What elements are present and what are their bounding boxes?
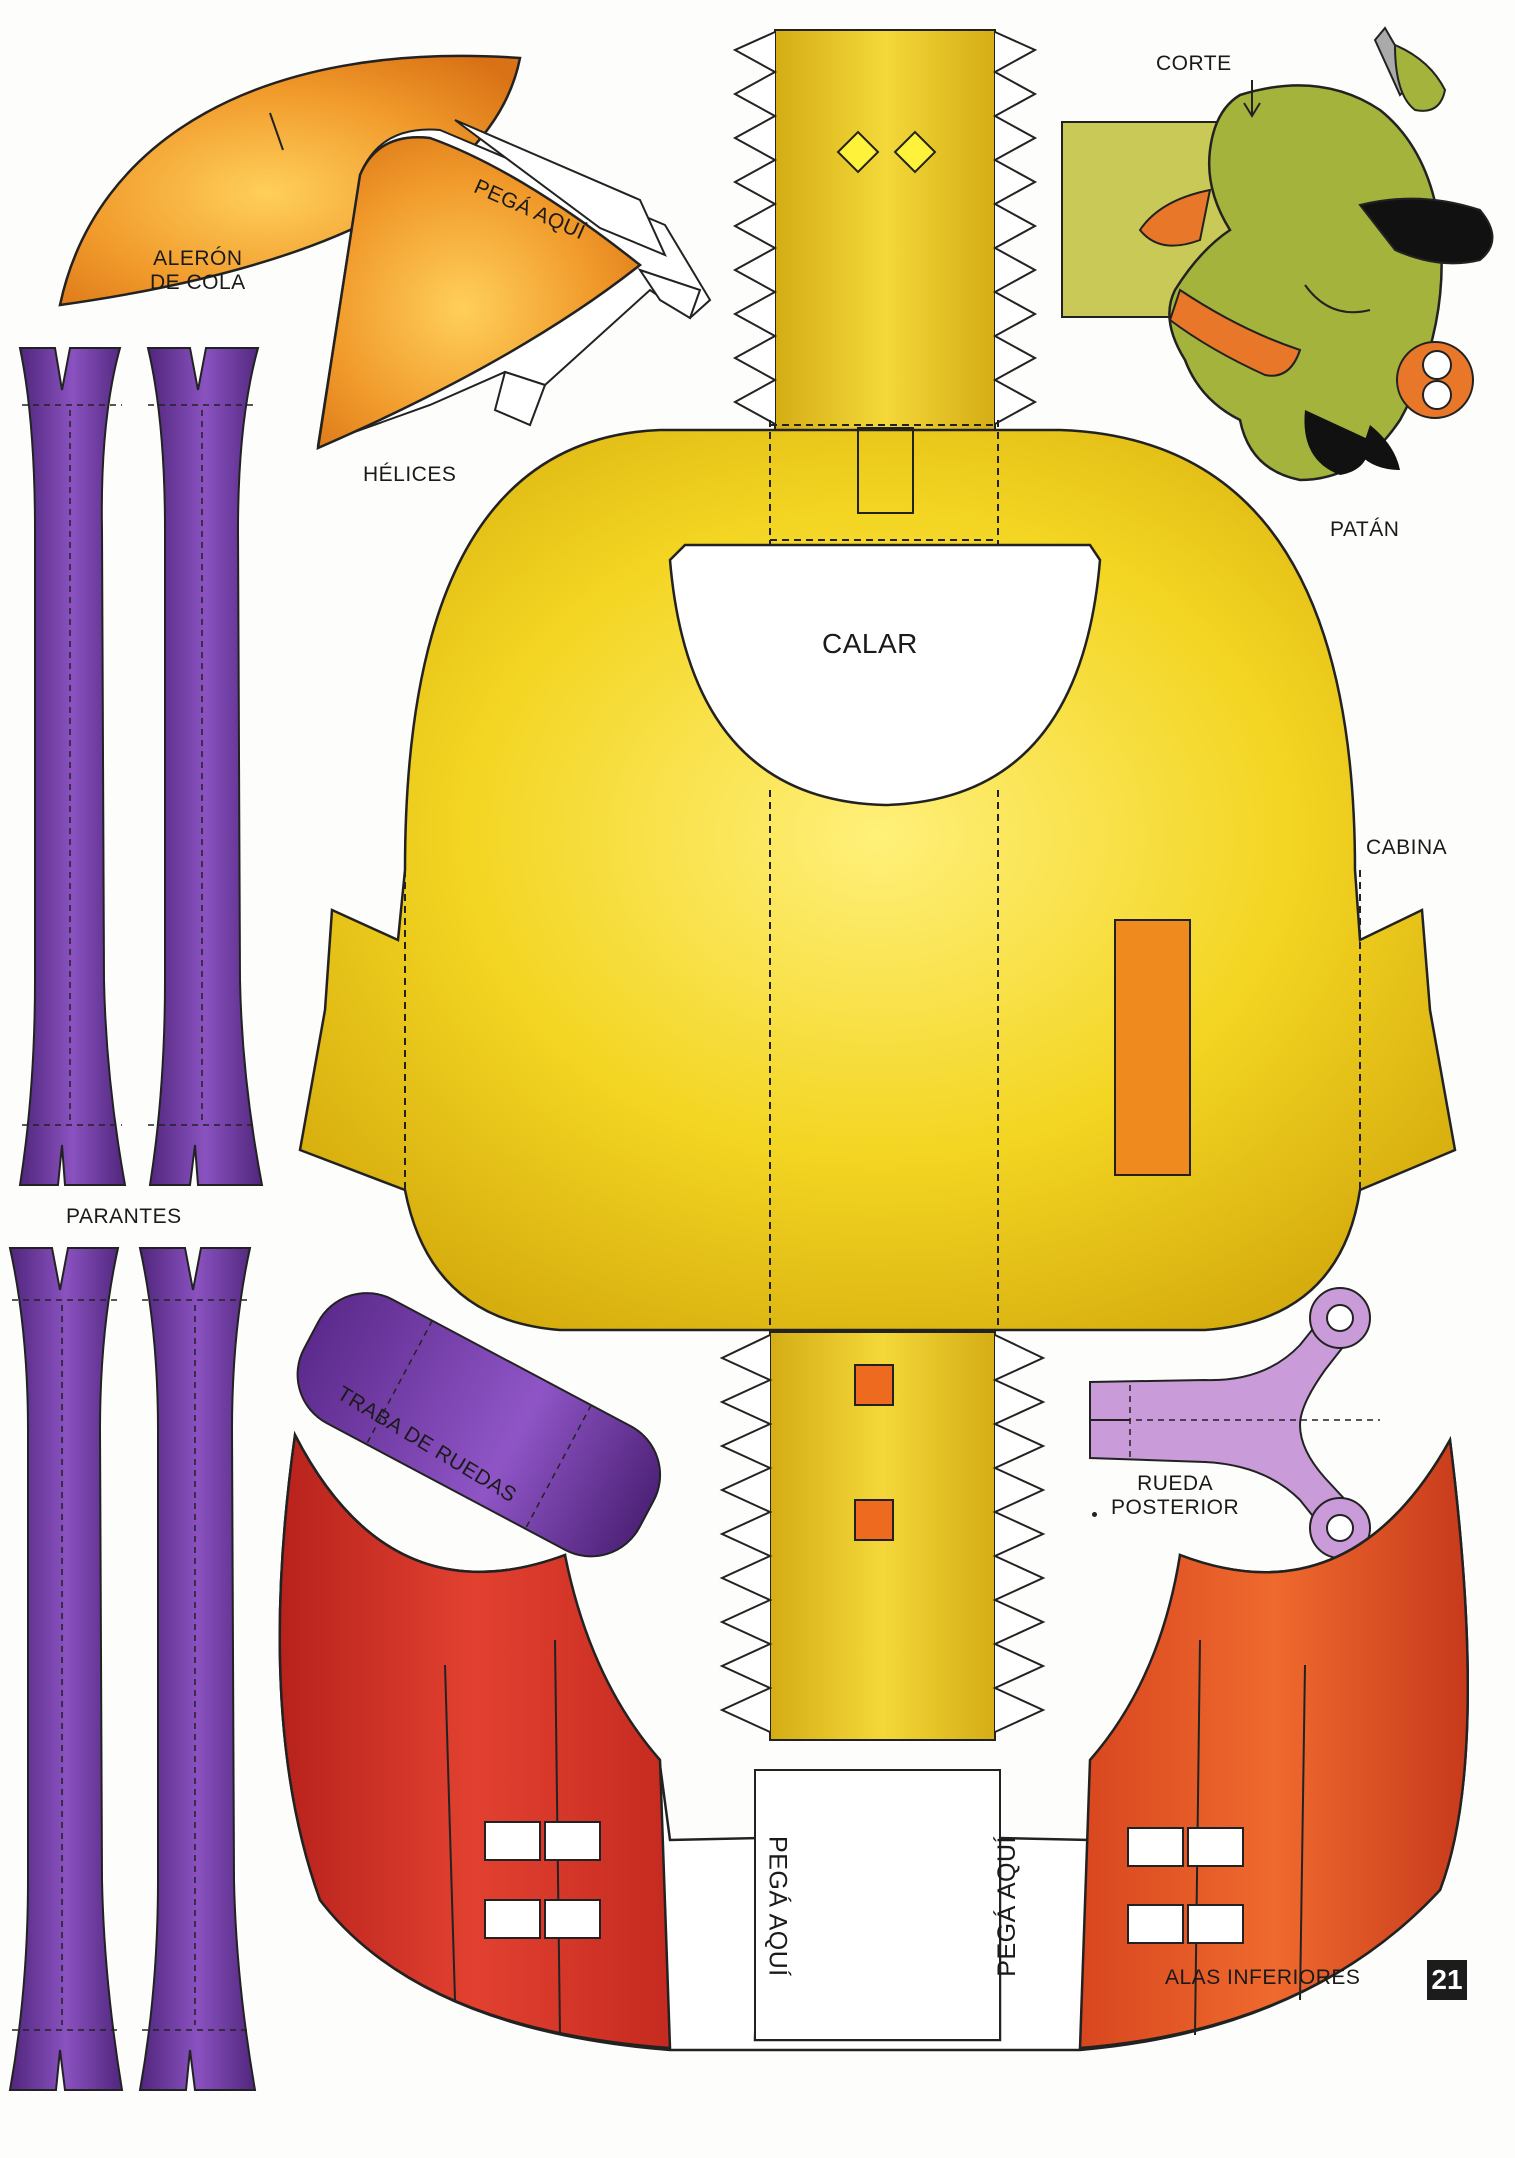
cabin-label: CABINA <box>1366 836 1448 859</box>
glue-here-label-left: PEGÁ AQUÍ <box>763 1836 792 1977</box>
lower-wings-piece <box>278 1430 1470 2052</box>
cut-arrow-icon <box>1243 80 1261 118</box>
struts-bottom <box>8 1247 257 2091</box>
glue-here-label-right: PEGÁ AQUÍ <box>992 1836 1021 1977</box>
page-number: 21 <box>1427 1960 1467 2000</box>
cabin-piece <box>298 420 1457 1332</box>
rear-wheel-piece <box>1089 1287 1380 1559</box>
cutout-label: CALAR <box>822 628 918 659</box>
wheel-lock-piece <box>296 1292 662 1558</box>
tail-fin-label: ALERÓN DE COLA <box>150 247 246 295</box>
patan-character-piece <box>1061 26 1494 482</box>
bullet-dot <box>1092 1512 1097 1517</box>
propeller-label: HÉLICES <box>363 463 457 486</box>
rear-wheel-label: RUEDA POSTERIOR <box>1111 1472 1240 1520</box>
tail-fin-piece <box>58 54 522 307</box>
patan-label: PATÁN <box>1330 518 1400 541</box>
cabin-bottom-strip <box>719 1331 1046 1741</box>
lower-wings-label: ALAS INFERIORES <box>1165 1966 1361 1989</box>
struts-top <box>18 347 264 1186</box>
struts-label: PARANTES <box>66 1205 182 1228</box>
cut-label: CORTE <box>1156 52 1232 75</box>
propeller-piece <box>316 119 712 451</box>
